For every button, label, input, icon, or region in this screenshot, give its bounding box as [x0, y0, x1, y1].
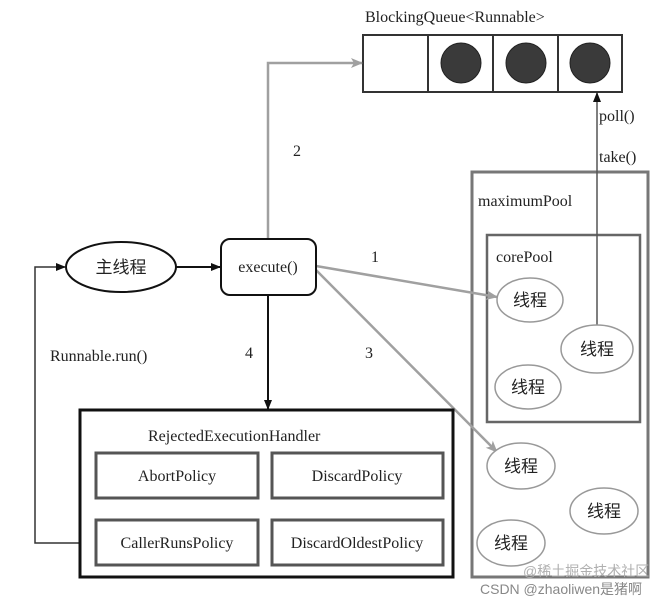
caller-runs-policy-box — [94, 518, 260, 567]
rejected-handler-label: RejectedExecutionHandler — [148, 428, 321, 445]
maximum-pool-label: maximumPool — [478, 193, 573, 210]
core-pool-label: corePool — [496, 249, 553, 266]
discard-policy-label: DiscardPolicy — [312, 468, 403, 485]
discard-policy-box — [270, 451, 445, 500]
step4-label: 4 — [245, 345, 253, 362]
core-thread — [560, 324, 634, 374]
pool-thread — [486, 442, 556, 490]
queued-task — [440, 42, 482, 84]
arrow-caller-runs — [34, 263, 96, 544]
core-thread-label: 线程 — [511, 378, 545, 397]
queued-task — [505, 42, 547, 84]
main-thread-label: 主线程 — [96, 258, 147, 277]
runnable-run-label: Runnable.run() — [50, 348, 147, 365]
abort-policy-box — [94, 451, 260, 500]
discard-oldest-policy-label: DiscardOldestPolicy — [291, 535, 423, 552]
execute-label: execute() — [238, 259, 298, 276]
caller-runs-policy-label: CallerRunsPolicy — [121, 535, 234, 552]
execute-node — [220, 238, 317, 296]
core-pool-box — [485, 233, 642, 424]
maximum-pool-box — [470, 170, 650, 579]
pool-thread-label: 线程 — [494, 534, 528, 553]
pool-thread-label: 线程 — [587, 502, 621, 521]
arrow-step3-max — [315, 269, 498, 453]
blocking-queue — [362, 34, 623, 93]
take-label: take() — [599, 149, 636, 166]
watermark-juejin: @稀土掘金技术社区 — [523, 563, 649, 579]
core-thread-label: 线程 — [513, 291, 547, 310]
pool-thread — [476, 519, 546, 567]
step1-label: 1 — [371, 249, 379, 266]
step3-label: 3 — [365, 345, 373, 362]
arrow-step2-queue — [266, 58, 363, 239]
poll-label: poll() — [599, 108, 635, 125]
arrow-step1-core — [315, 264, 498, 301]
step2-label: 2 — [293, 143, 301, 160]
core-thread-label: 线程 — [580, 340, 614, 359]
pool-thread — [569, 487, 639, 535]
watermark-csdn: CSDN @zhaoliwen是猪啊 — [480, 581, 642, 597]
main-thread-node — [65, 241, 177, 293]
core-thread — [496, 277, 564, 323]
queue-label: BlockingQueue<Runnable> — [365, 9, 545, 26]
pool-thread-label: 线程 — [504, 457, 538, 476]
queued-task — [569, 42, 611, 84]
core-thread — [494, 364, 562, 410]
discard-oldest-policy-box — [270, 518, 445, 567]
abort-policy-label: AbortPolicy — [138, 468, 216, 485]
